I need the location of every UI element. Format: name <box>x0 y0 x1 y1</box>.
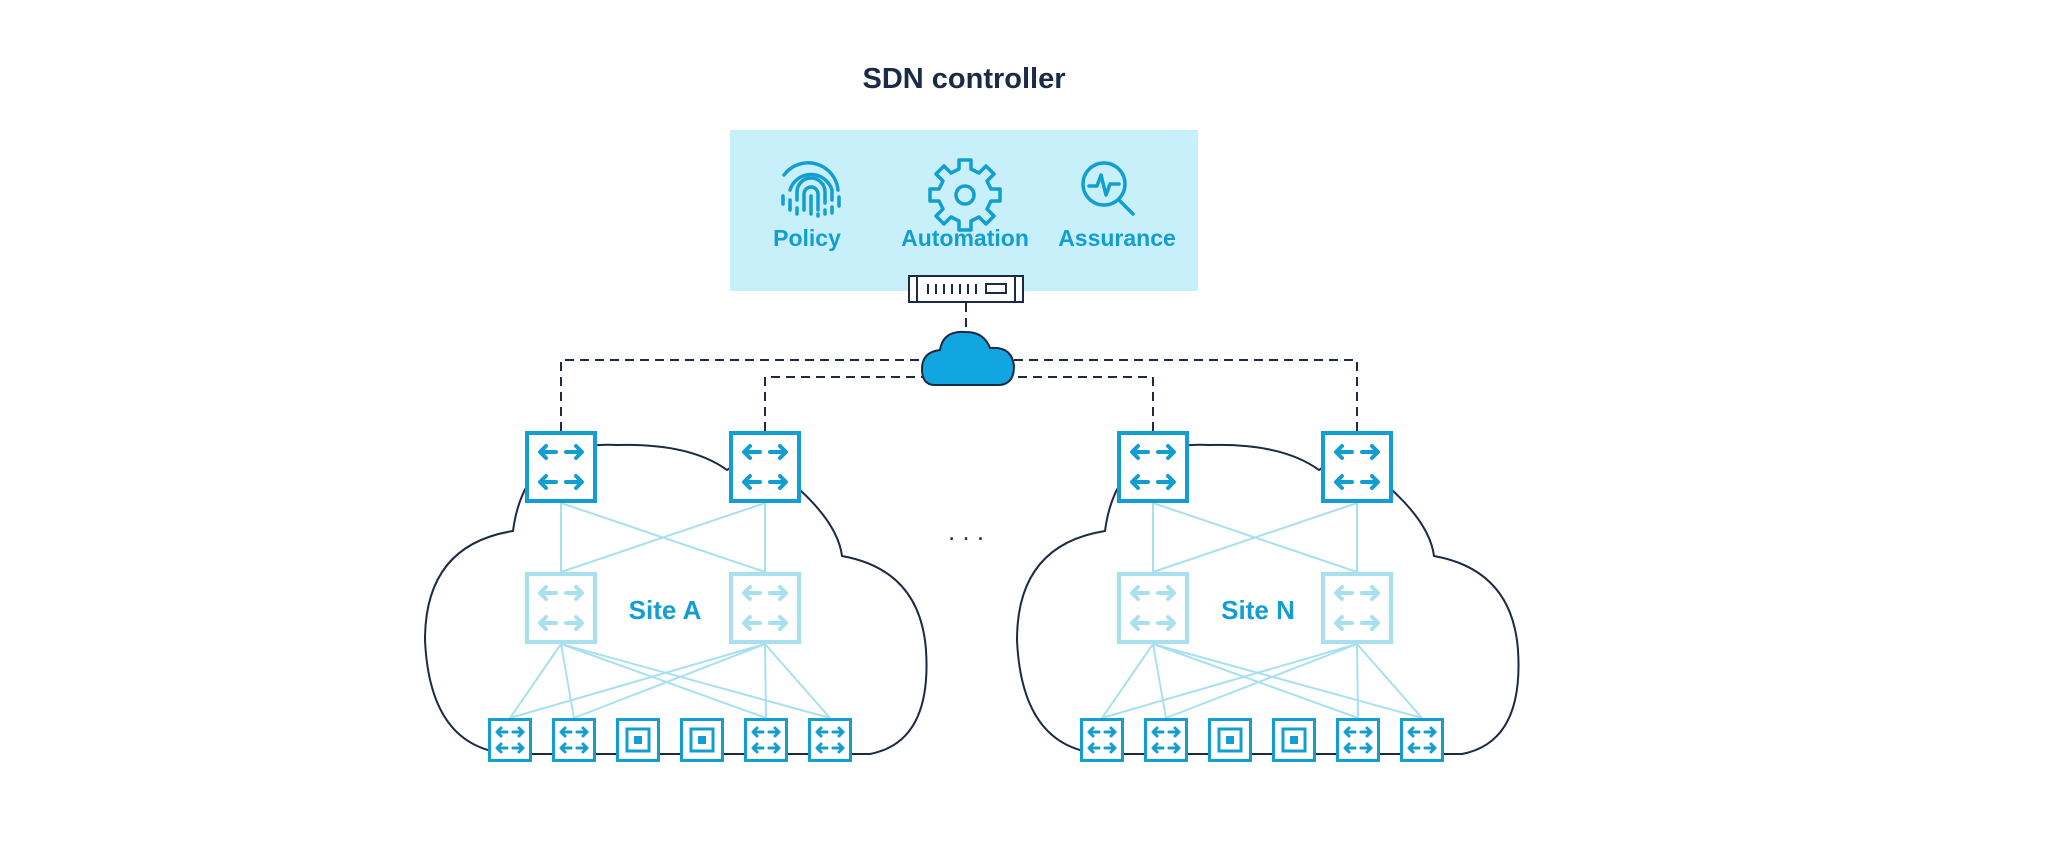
site-a-leaf-router <box>744 718 788 762</box>
site-n-leaf-router <box>1336 718 1380 762</box>
site-n-leaf-router <box>1400 718 1444 762</box>
site-a-core-router <box>525 572 597 644</box>
site-n-edge-router <box>1117 431 1189 503</box>
site-a-leaf-router <box>552 718 596 762</box>
site-n-endpoint <box>1208 718 1252 762</box>
controller-panel: Policy Automation Assurance <box>730 130 1198 303</box>
site-a-cloud <box>423 443 928 755</box>
site-a-endpoint <box>616 718 660 762</box>
site-a-leaf-router <box>808 718 852 762</box>
site-a-links <box>509 502 831 719</box>
sites-ellipsis: . . . <box>948 516 984 546</box>
site-n-edge-router <box>1321 431 1393 503</box>
site-a-edge-router <box>525 431 597 503</box>
magnifier-pulse-icon <box>1081 161 1135 216</box>
fingerprint-icon <box>781 161 841 218</box>
assurance-label: Assurance <box>1058 225 1176 251</box>
site-n-leaf-router <box>1144 718 1188 762</box>
diagram-title: SDN controller <box>862 63 1065 95</box>
site-a-endpoint <box>680 718 724 762</box>
policy-feature: Policy <box>773 161 841 251</box>
site-n-endpoint <box>1272 718 1316 762</box>
site-a-leaf-router <box>488 718 532 762</box>
site-n-label: Site N <box>1221 595 1295 625</box>
site-n-leaf-router <box>1080 718 1124 762</box>
site-n-cloud <box>1015 443 1520 755</box>
automation-label: Automation <box>901 225 1029 251</box>
site-a-label: Site A <box>629 595 702 625</box>
server-appliance-icon <box>908 275 1024 303</box>
site-n-core-router <box>1117 572 1189 644</box>
cloud-icon <box>920 330 1016 386</box>
site-n: Site N <box>1015 431 1520 762</box>
policy-label: Policy <box>773 225 841 251</box>
site-n-links <box>1101 502 1423 719</box>
gear-icon <box>928 158 1002 232</box>
automation-feature: Automation <box>901 158 1029 251</box>
site-a-core-router <box>729 572 801 644</box>
site-a-edge-router <box>729 431 801 503</box>
site-a: Site A <box>423 431 928 762</box>
assurance-feature: Assurance <box>1058 161 1176 251</box>
wan-links <box>560 303 1358 431</box>
site-n-core-router <box>1321 572 1393 644</box>
